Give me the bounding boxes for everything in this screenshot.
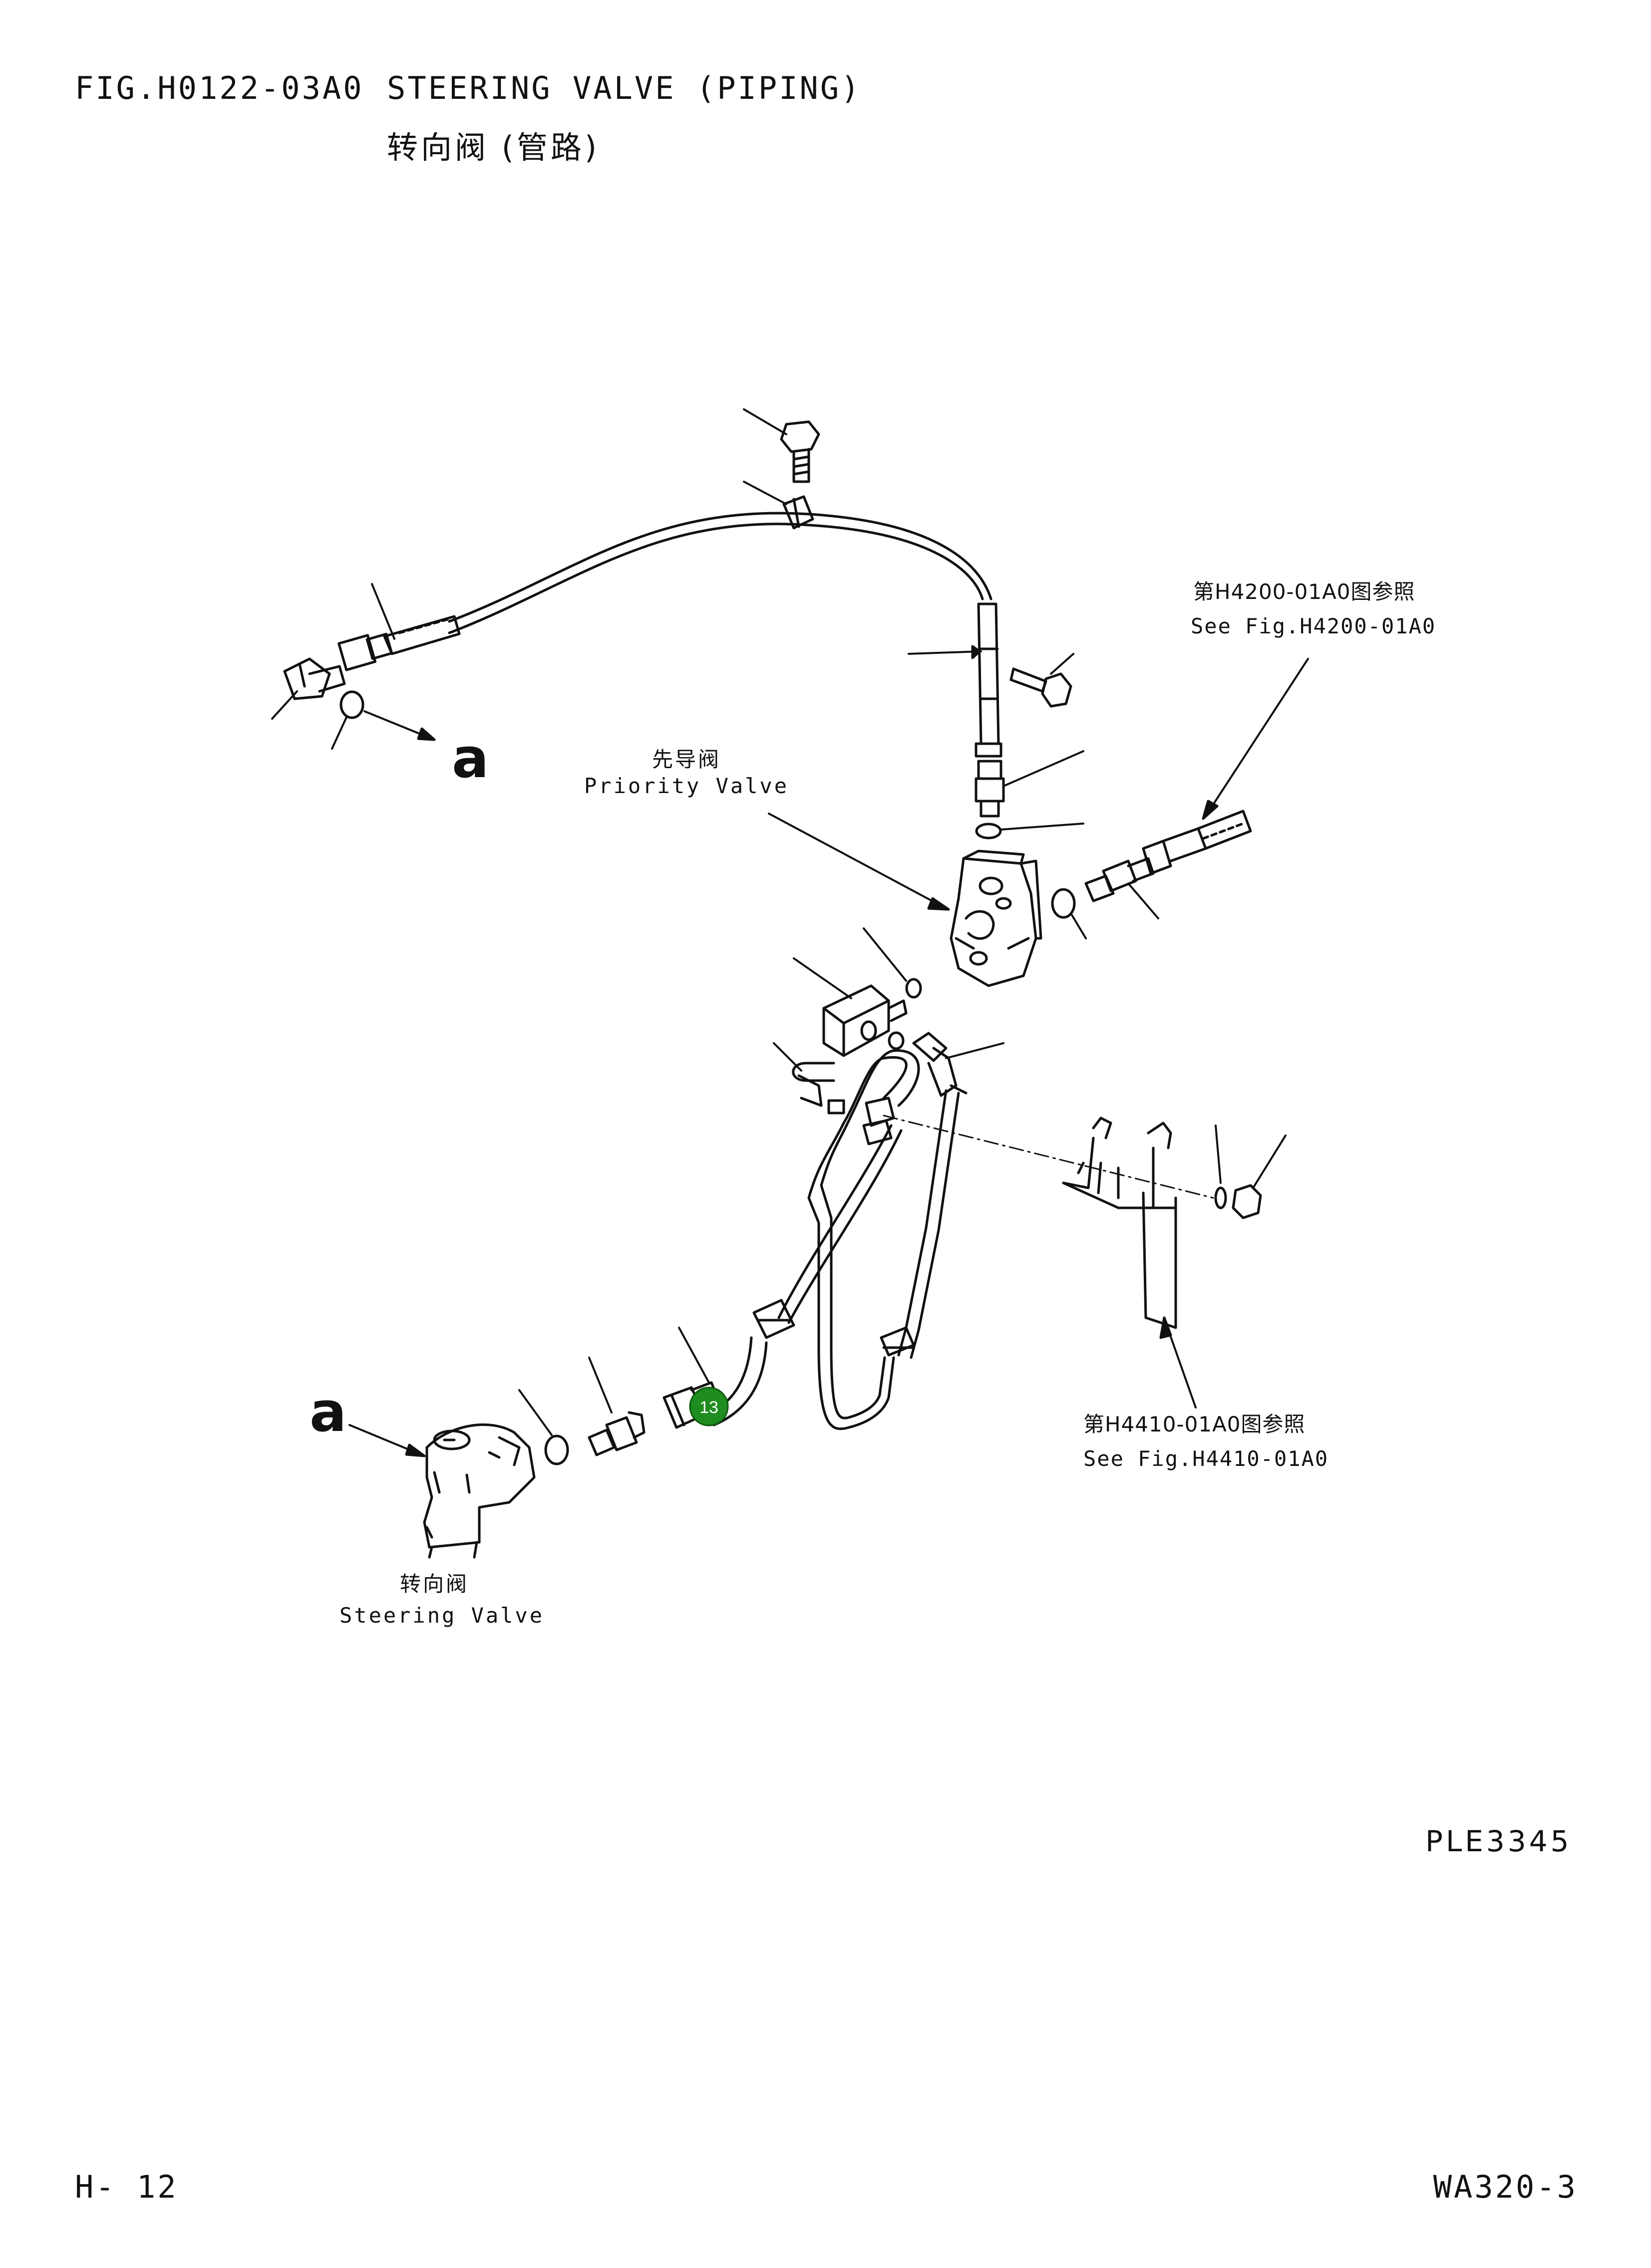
page-number: H- 12 bbox=[75, 2169, 178, 2205]
washer-right bbox=[1214, 1186, 1227, 1209]
clamp-bolt-top bbox=[780, 420, 820, 483]
steering-valve-label-en: Steering Valve bbox=[339, 1603, 545, 1628]
nut-right bbox=[1232, 1184, 1262, 1219]
solenoid-block bbox=[822, 984, 908, 1057]
o-ring-lower bbox=[544, 1434, 569, 1465]
hose-vertical bbox=[975, 602, 1002, 758]
pipe-fitting-center bbox=[862, 1097, 895, 1145]
connector-lower bbox=[588, 1411, 646, 1456]
steering-valve-body bbox=[423, 1423, 536, 1559]
elbow-fitting-left bbox=[283, 657, 346, 700]
steering-valve-label-cn: 转向阀 bbox=[399, 1572, 469, 1596]
adapter-fitting bbox=[975, 760, 1005, 818]
figure-number: FIG.H0122-03A0 bbox=[75, 70, 364, 106]
hose-end-left bbox=[337, 615, 461, 671]
elbow-fitting-center bbox=[912, 1032, 968, 1097]
reference-a-bottom: a bbox=[310, 1380, 347, 1444]
figure-title-cn: 转向阀 (管路) bbox=[387, 129, 600, 166]
diagonal-hose bbox=[707, 1124, 903, 1426]
see-fig-h4410-cn: 第H4410-01A0图参照 bbox=[1083, 1412, 1306, 1436]
part-callout-13-label: 13 bbox=[699, 1398, 718, 1417]
right-connector bbox=[1084, 857, 1155, 902]
part-callout-13[interactable]: 13 bbox=[689, 1387, 729, 1426]
o-ring-left bbox=[339, 690, 364, 719]
o-ring-adapter bbox=[975, 823, 1002, 840]
upper-hose bbox=[448, 512, 992, 623]
drawing-code: PLE3345 bbox=[1425, 1824, 1572, 1858]
o-ring-small-1 bbox=[905, 978, 922, 999]
machine-model: WA320-3 bbox=[1433, 2169, 1578, 2205]
o-ring-small-2 bbox=[888, 1031, 905, 1050]
reference-a-top: a bbox=[452, 726, 489, 790]
mounting-bracket bbox=[1062, 1117, 1177, 1329]
hose-clamp-top bbox=[782, 495, 814, 530]
priority-valve-body bbox=[950, 850, 1042, 987]
see-fig-h4200-cn: 第H4200-01A0图参照 bbox=[1193, 579, 1415, 604]
see-fig-h4410-en: See Fig.H4410-01A0 bbox=[1083, 1446, 1329, 1471]
steering-tube-loop bbox=[807, 1056, 908, 1430]
bolt-right-top bbox=[1009, 667, 1072, 708]
hose-end-right bbox=[1142, 810, 1252, 875]
o-ring-right bbox=[1051, 888, 1076, 919]
priority-valve-label-en: Priority Valve bbox=[584, 774, 789, 798]
priority-valve-label-cn: 先导阀 bbox=[652, 747, 721, 772]
see-fig-h4200-en: See Fig.H4200-01A0 bbox=[1191, 614, 1436, 638]
figure-title-en: STEERING VALVE (PIPING) bbox=[387, 70, 862, 106]
pipe-clamp-lower bbox=[880, 1326, 915, 1357]
u-bolt bbox=[792, 1062, 845, 1115]
